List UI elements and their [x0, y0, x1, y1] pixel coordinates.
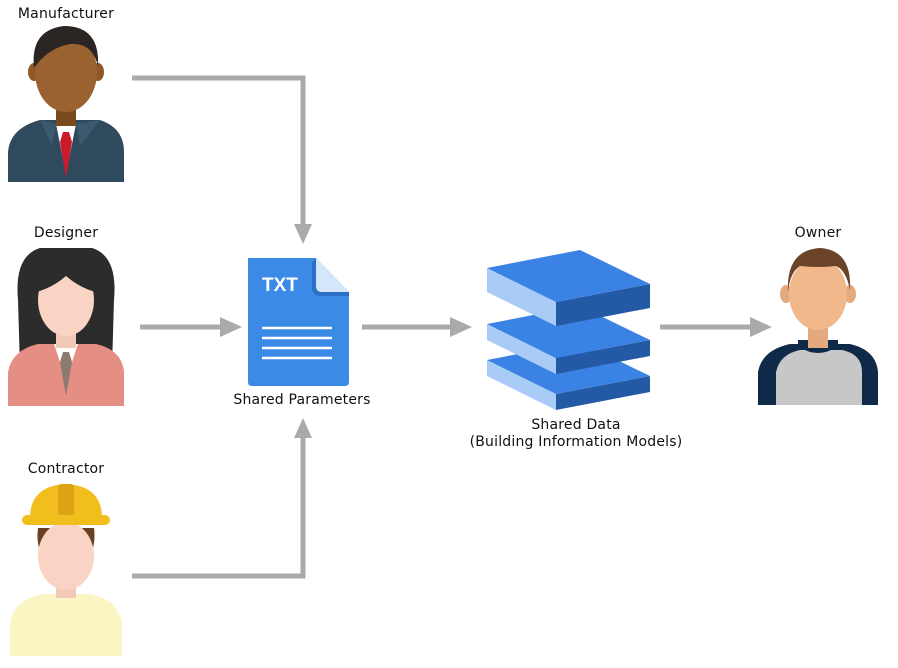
shared-data-label: Shared Data [531, 417, 621, 433]
database-layer-middle [487, 306, 650, 374]
contractor-avatar [10, 484, 122, 656]
arrowhead-down [294, 224, 312, 244]
arrow-contractor-to-params [132, 438, 306, 579]
arrowhead-right-designer [220, 317, 242, 337]
shared-parameters-label: Shared Parameters [233, 392, 371, 408]
arrow-manufacturer-to-params [132, 75, 306, 224]
designer-avatar [8, 248, 124, 406]
arrowhead-right-data [750, 317, 772, 337]
arrowhead-right-params [450, 317, 472, 337]
owner-label: Owner [794, 225, 842, 241]
contractor-label: Contractor [27, 461, 105, 477]
manufacturer-avatar [8, 26, 124, 182]
database-stack-icon [487, 250, 650, 410]
manufacturer-label: Manufacturer [17, 6, 115, 22]
txt-file-lines [262, 326, 332, 360]
arrowheads [220, 224, 772, 438]
building-information-models-label: (Building Information Models) [469, 434, 683, 450]
designer-label: Designer [33, 225, 99, 241]
owner-avatar [758, 248, 878, 405]
database-layer-top [487, 250, 650, 326]
connector-arrows [132, 75, 752, 579]
txt-file-extension: TXT [262, 275, 298, 296]
txt-file-icon: TXT [248, 258, 349, 386]
arrowhead-up [294, 418, 312, 438]
